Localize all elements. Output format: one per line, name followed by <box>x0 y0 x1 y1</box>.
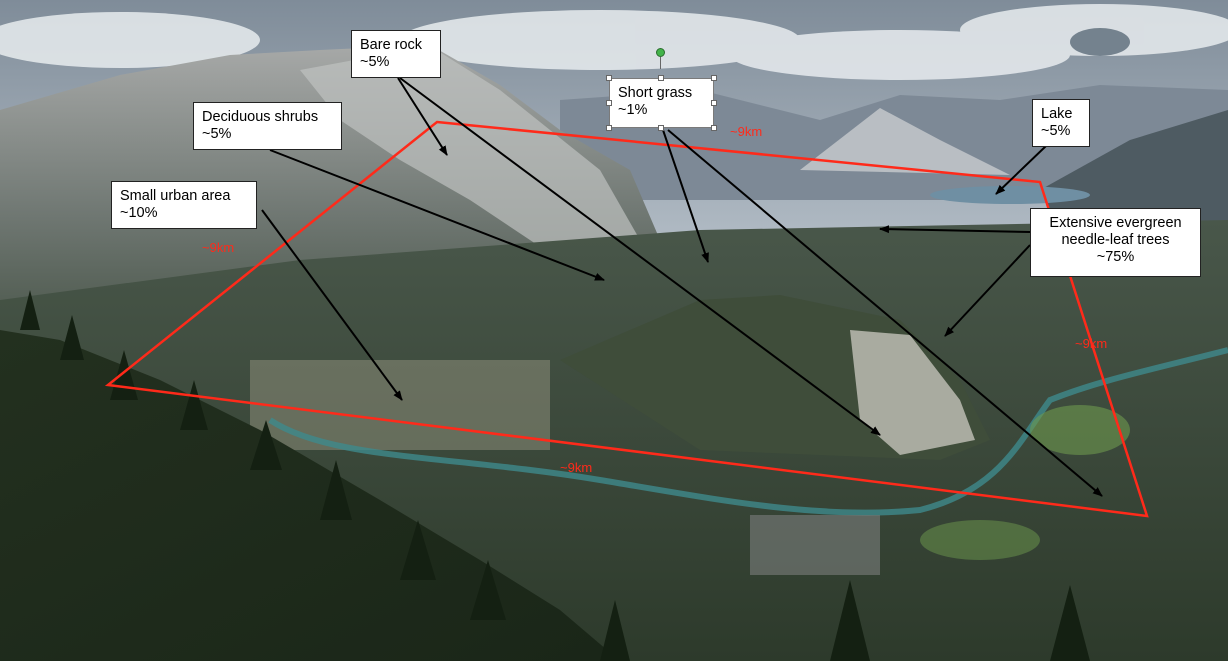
callout-percent: ~75% <box>1096 249 1135 265</box>
resize-handle-w[interactable] <box>606 100 612 106</box>
study-area-outline <box>104 120 1149 518</box>
callout-percent: ~10% <box>120 205 158 221</box>
resize-handle-se[interactable] <box>711 125 717 131</box>
callout-label: Deciduous shrubs <box>202 109 319 125</box>
callout-percent: ~1% <box>618 102 648 118</box>
lake <box>930 186 1090 204</box>
clouds <box>0 4 1228 80</box>
distance-label-bottom: ~9km <box>560 460 593 475</box>
arrow-bare-rock-2 <box>399 77 881 436</box>
hotel-area <box>750 515 880 575</box>
resize-handle-e[interactable] <box>711 100 717 106</box>
resize-handle-s[interactable] <box>658 125 664 131</box>
arrow-evergreen-1 <box>879 225 1031 234</box>
resize-handle-sw[interactable] <box>606 125 612 131</box>
callout-percent: ~5% <box>1041 123 1071 139</box>
arrow-bare-rock-1 <box>397 77 448 156</box>
golf-green-2 <box>920 520 1040 560</box>
arrow-urban <box>261 209 403 401</box>
rotation-handle-icon[interactable] <box>656 48 665 57</box>
town-area <box>250 360 550 450</box>
rock-face <box>300 46 640 260</box>
resize-handle-n[interactable] <box>658 75 664 81</box>
callout-short-grass[interactable]: Short grass ~1% <box>609 78 714 128</box>
distance-label-left: ~9km <box>202 240 235 255</box>
resize-handle-nw[interactable] <box>606 75 612 81</box>
arrow-lake <box>995 145 1047 195</box>
callout-label: Bare rock <box>360 37 423 53</box>
golf-green-1 <box>1030 405 1130 455</box>
callout-small-urban-area[interactable]: Small urban area ~10% <box>111 181 257 229</box>
callout-percent: ~5% <box>202 126 232 142</box>
callout-evergreen-trees[interactable]: Extensive evergreen needle-leaf trees ~7… <box>1030 208 1201 277</box>
right-peak <box>800 108 1010 175</box>
cliff-face <box>850 330 975 455</box>
tree-tops <box>20 290 1090 661</box>
callout-label-line2: needle-leaf trees <box>1061 232 1170 248</box>
callout-label: Small urban area <box>120 188 231 204</box>
arrow-evergreen-2 <box>944 244 1031 337</box>
callout-lake[interactable]: Lake ~5% <box>1032 99 1090 147</box>
dark-cloud <box>1070 28 1130 56</box>
callout-label-line1: Extensive evergreen <box>1049 215 1182 231</box>
rotation-stem <box>660 57 661 69</box>
callout-label: Short grass <box>618 85 693 101</box>
arrow-shrubs <box>269 149 605 281</box>
callout-percent: ~5% <box>360 54 390 70</box>
callout-bare-rock[interactable]: Bare rock ~5% <box>351 30 441 78</box>
foreground-forest <box>0 330 620 661</box>
distance-label-right: ~9km <box>1075 336 1108 351</box>
arrow-grass-1 <box>662 129 709 263</box>
river <box>268 347 1228 516</box>
right-ridge <box>1040 110 1228 230</box>
arrow-grass-2 <box>667 129 1103 497</box>
callout-deciduous-shrubs[interactable]: Deciduous shrubs ~5% <box>193 102 342 150</box>
callout-label: Lake <box>1041 106 1073 122</box>
resize-handle-ne[interactable] <box>711 75 717 81</box>
distance-label-top: ~9km <box>730 124 763 139</box>
